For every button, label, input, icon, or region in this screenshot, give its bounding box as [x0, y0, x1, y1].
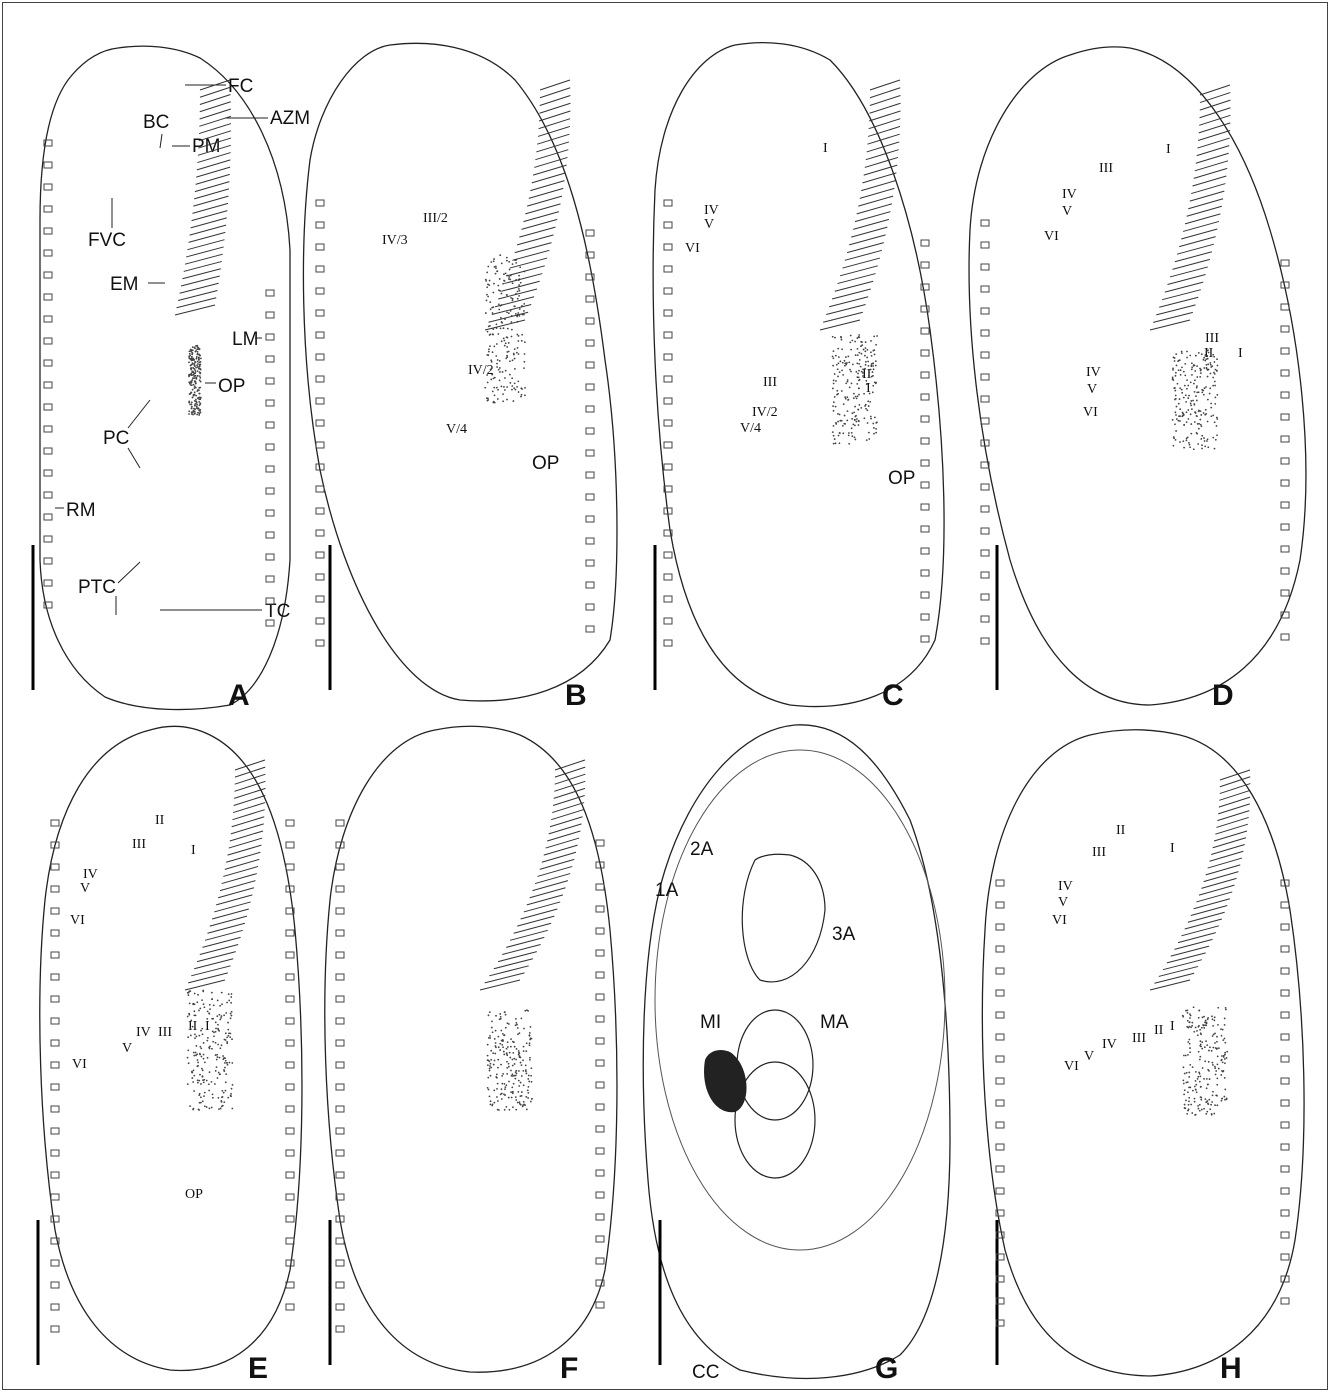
a-label-op: OP: [218, 376, 245, 397]
h-label-vi: VI: [1052, 913, 1067, 928]
b-label-iv2: IV/2: [468, 363, 494, 378]
c-label-iv2: IV/2: [752, 405, 778, 420]
panel-label-g: G: [875, 1352, 898, 1385]
d-label-i-op: I: [1238, 346, 1243, 361]
a-label-em: EM: [110, 274, 139, 295]
cell-outline-e: [40, 726, 302, 1370]
g-label-ma: MA: [820, 1012, 849, 1033]
h-label-v: V: [1058, 895, 1068, 910]
c-label-iii: III: [763, 375, 777, 390]
e-label-vi: VI: [70, 913, 85, 928]
h-label-iii: III: [1092, 845, 1106, 860]
a-label-fvc: FVC: [88, 230, 126, 251]
e-label-i: I: [191, 843, 196, 858]
b-label-op: OP: [532, 453, 559, 474]
c-label-v: V: [704, 217, 714, 232]
g-label-mi: MI: [700, 1012, 721, 1033]
cell-outline-g: [643, 725, 950, 1379]
a-label-rm: RM: [66, 500, 96, 521]
h-label-vi-op: VI: [1064, 1059, 1079, 1074]
a-label-pm: PM: [192, 136, 221, 157]
panel-label-c: C: [882, 679, 904, 712]
d-label-v: V: [1062, 204, 1072, 219]
a-label-azm: AZM: [270, 108, 310, 129]
g-macronucleus-upper: [737, 1010, 813, 1120]
e-label-iv-op: IV: [136, 1025, 151, 1040]
g-body-inner-outline: [655, 750, 945, 1250]
e-label-v-op: V: [122, 1041, 132, 1056]
a-label-bc: BC: [143, 112, 169, 133]
b-label-iii2: III/2: [423, 211, 448, 226]
g-micronucleus: [704, 1050, 746, 1112]
b-label-iv3: IV/3: [382, 233, 408, 248]
c-label-vi: VI: [685, 241, 700, 256]
g-label-cc: CC: [692, 1362, 719, 1383]
cell-outline-c: [653, 43, 944, 707]
d-label-iii-op: III: [1205, 331, 1219, 346]
e-label-v: V: [80, 881, 90, 896]
h-label-ii: II: [1116, 823, 1126, 838]
panel-label-f: F: [560, 1352, 578, 1385]
g-micronucleus-outline: [742, 854, 825, 982]
c-label-op: OP: [888, 468, 915, 489]
c-label-iv: IV: [704, 203, 719, 218]
h-label-iv-op: IV: [1102, 1037, 1117, 1052]
a-label-ptc: PTC: [78, 577, 116, 598]
d-label-iv: IV: [1062, 187, 1077, 202]
d-label-vi-op: VI: [1083, 405, 1098, 420]
e-label-iii: III: [132, 837, 146, 852]
a-leader-lines: [55, 85, 268, 615]
marginal-cirri: [44, 140, 1289, 1332]
d-label-i-top: I: [1166, 142, 1171, 157]
cell-outline-d: [969, 47, 1306, 705]
a-label-fc: FC: [228, 76, 253, 97]
e-label-vi-op: VI: [72, 1057, 87, 1072]
panel-label-d: D: [1212, 679, 1234, 712]
a-label-pc: PC: [103, 428, 129, 449]
h-label-i: I: [1170, 841, 1175, 856]
g-label-1a: 1A: [655, 880, 679, 901]
a-label-lm: LM: [232, 329, 258, 350]
h-label-ii-op: II: [1154, 1023, 1164, 1038]
cell-outline-h: [982, 730, 1304, 1376]
cell-outline-f: [325, 726, 617, 1372]
op-fields: [187, 254, 1228, 1116]
d-label-iii: III: [1099, 161, 1113, 176]
cell-outline-b: [303, 43, 617, 701]
d-label-v-op: V: [1087, 382, 1097, 397]
h-label-i-op: I: [1170, 1019, 1175, 1034]
h-label-v-op: V: [1084, 1049, 1094, 1064]
e-label-i-op: I: [205, 1019, 210, 1034]
e-label-op: OP: [185, 1187, 203, 1202]
e-label-ii: II: [155, 813, 165, 828]
panel-label-h: H: [1220, 1352, 1242, 1385]
e-label-iii-op: III: [158, 1025, 172, 1040]
panel-label-b: B: [565, 679, 587, 712]
h-label-iv: IV: [1058, 879, 1073, 894]
d-label-vi: VI: [1044, 229, 1059, 244]
e-label-iv: IV: [83, 867, 98, 882]
c-label-i-top: I: [823, 141, 828, 156]
d-label-iv-op: IV: [1086, 365, 1101, 380]
panel-label-e: E: [248, 1352, 268, 1385]
g-label-3a: 3A: [832, 924, 856, 945]
b-label-v4: V/4: [446, 422, 467, 437]
c-label-v4: V/4: [740, 421, 761, 436]
h-label-iii-op: III: [1132, 1031, 1146, 1046]
panel-label-a: A: [228, 679, 250, 712]
g-label-2a: 2A: [690, 839, 714, 860]
